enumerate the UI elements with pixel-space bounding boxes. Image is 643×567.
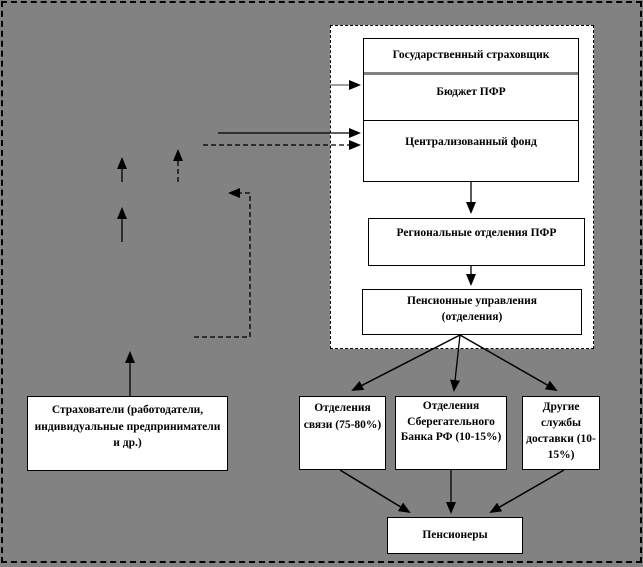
insurers-label: Страхователи (работодатели, индивидуальн… [34,404,221,450]
box-insurers: Страхователи (работодатели, индивидуальн… [27,396,228,471]
central-fund-label: Централизованный фонд [405,136,537,148]
arrow-post-to-pensioners [339,469,411,514]
arrow-departments-to-post [351,334,461,391]
box-pfr-budget: Бюджет ПФР [364,75,578,121]
sberbank-label: Отделения Сберегательного Банка РФ (10-1… [400,400,502,444]
pension-departments-label: Пенсионные управления (отделения) [407,295,537,324]
box-sberbank: Отделения Сберегательного Банка РФ (10-1… [395,396,507,470]
box-state-insurer: Государственный страховщик [364,39,578,72]
pfr-budget-label: Бюджет ПФР [436,86,506,98]
box-post-offices: Отделения связи (75-80%) [299,396,386,470]
state-insurer-label: Государственный страховщик [392,49,550,61]
box-state-insurer-group: Государственный страховщик Бюджет ПФР Це… [363,38,579,182]
arrow-dashed-return-path [194,188,251,338]
other-delivery-label: Другие службы доставки (10-15%) [526,401,596,462]
box-central-fund: Централизованный фонд [364,121,578,181]
regional-offices-label: Региональные отделения ПФР [396,227,557,239]
post-offices-label: Отделения связи (75-80%) [303,402,382,432]
arrow-departments-to-sberbank [450,334,461,392]
box-other-delivery: Другие службы доставки (10-15%) [522,396,600,470]
pensioners-label: Пенсионеры [422,529,488,542]
arrow-departments-to-other [459,334,558,391]
box-regional-offices: Региональные отделения ПФР [368,218,585,266]
gray-divider [364,72,578,75]
box-pension-departments: Пенсионные управления (отделения) [362,289,582,335]
box-pensioners: Пенсионеры [387,517,523,554]
arrow-other-to-pensioners [489,469,565,513]
